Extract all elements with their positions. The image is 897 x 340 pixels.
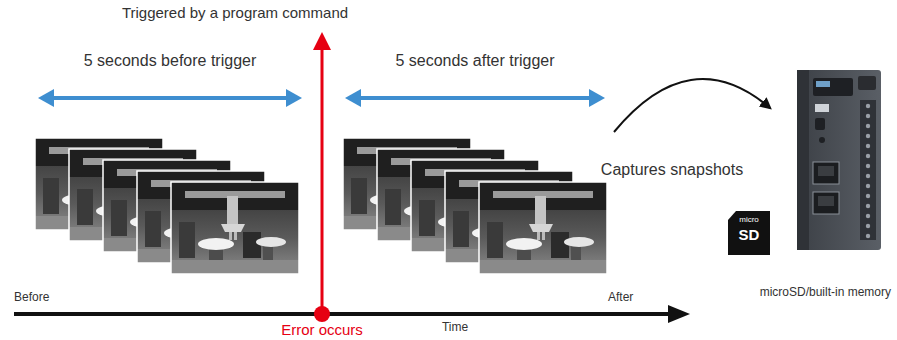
card-text: micro — [739, 215, 759, 224]
axis-label: Time — [442, 321, 468, 335]
before-frames — [35, 138, 299, 274]
span-label: 5 seconds before trigger — [84, 52, 257, 70]
span-label: 5 seconds after trigger — [395, 52, 554, 70]
controller-device — [797, 70, 881, 250]
axis-label: After — [608, 291, 633, 305]
before-span-arrow — [38, 89, 302, 107]
storage-label: microSD/built-in memory — [760, 286, 891, 300]
trigger-arrow — [313, 32, 331, 322]
card-text: SD — [739, 226, 760, 243]
axis-label: Before — [14, 291, 49, 305]
time-axis — [14, 305, 690, 323]
sd-card-icon — [728, 211, 770, 255]
trigger-note: Triggered by a program command — [122, 4, 348, 21]
after-span-arrow — [345, 89, 605, 107]
capture-arrow — [614, 79, 770, 132]
event-label: Error occurs — [281, 321, 363, 338]
action-label: Captures snapshots — [601, 161, 743, 179]
after-frames — [343, 138, 607, 274]
